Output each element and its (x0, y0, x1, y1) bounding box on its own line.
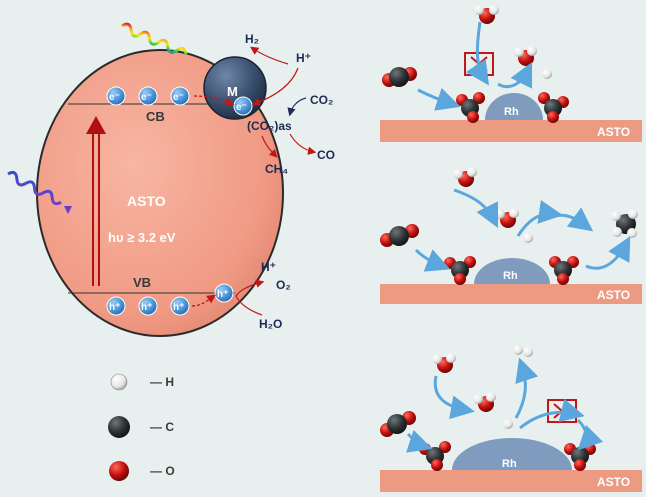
electron-label: e⁻ (173, 92, 184, 103)
oxygen-atom-icon (109, 461, 129, 481)
substrate (380, 470, 642, 492)
flow-arrow (519, 398, 585, 430)
rh-label: Rh (502, 458, 517, 470)
flow-arrow (576, 418, 604, 451)
water-molecule (432, 353, 456, 373)
catalyst-label: ASTO (127, 193, 166, 209)
legend-c-label: — C (150, 420, 174, 434)
flow-arrow (497, 61, 533, 89)
electron-label: e⁻ (109, 92, 120, 103)
hole-transfer-arrow (191, 294, 217, 307)
cocatalyst-label: M (227, 84, 238, 99)
flow-arrow (465, 21, 489, 86)
substrate-label: ASTO (597, 475, 630, 489)
legend: — H — C — O (108, 373, 175, 481)
adsorbed-co2-molecule (549, 256, 579, 285)
co-label: CO (317, 148, 335, 162)
rh-particle (485, 93, 543, 120)
rh-label: Rh (504, 106, 519, 118)
photon-energy-label: hυ ≥ 3.2 eV (108, 230, 176, 245)
substrate (380, 284, 642, 304)
h2-evolution-arrow (250, 46, 289, 65)
hole-label: h⁺ (109, 302, 120, 313)
legend-h-label: — H (150, 375, 174, 389)
water-molecule (495, 208, 519, 228)
flow-arrow (514, 357, 539, 419)
flow-arrow (433, 375, 475, 420)
carbon-atom-icon (108, 416, 130, 438)
substrate-label: ASTO (597, 125, 630, 139)
visible-light-wave-icon (121, 22, 188, 55)
rh-particle (474, 258, 550, 284)
h2-label: H₂ (245, 32, 259, 46)
adsorbed-co2-molecule (444, 256, 476, 285)
asto-particle-group: CB VB ASTO hυ ≥ 3.2 eV (36, 49, 284, 337)
flow-arrow (585, 236, 631, 270)
flow-arrow (405, 429, 433, 453)
adsorbed-co2-molecule (456, 92, 485, 123)
hydrogen-molecule (513, 345, 533, 357)
flow-arrow (516, 200, 563, 237)
excitation-arrow (86, 116, 106, 286)
water-molecule (473, 392, 496, 412)
uv-arrow-head-icon (64, 206, 72, 214)
panel-2: ASTO Rh (380, 167, 642, 304)
methane-molecule (611, 209, 638, 238)
hydrogen-atom-icon (110, 373, 128, 391)
flow-arrow (414, 248, 451, 272)
flow-arrow (417, 87, 461, 111)
electron-label: e⁻ (236, 102, 247, 113)
substrate (380, 120, 642, 142)
rh-label: Rh (503, 270, 518, 282)
co2-molecule (382, 67, 417, 87)
electron-label: e⁻ (141, 92, 152, 103)
rh-particle (452, 438, 572, 470)
co2-molecule (380, 411, 416, 437)
adsorbed-co2-molecule (538, 92, 569, 123)
panel-1: ASTO Rh (380, 5, 642, 142)
hole-label: h⁺ (141, 302, 152, 313)
electron-transfer-arrow (193, 95, 235, 106)
water-molecule (474, 5, 499, 24)
hole-label: h⁺ (217, 289, 228, 300)
h2o-label: H₂O (259, 317, 282, 331)
vb-label: VB (133, 275, 151, 290)
hydrogen-atom (503, 419, 513, 429)
co2-adsorbed-label: (CO₂)as (247, 119, 292, 133)
h-plus-arrow (251, 67, 299, 106)
flow-arrow (453, 188, 499, 229)
ch4-arrow (261, 135, 278, 158)
panel-3: ASTO Rh (380, 345, 642, 492)
h-plus-label: H⁺ (296, 51, 311, 65)
hole-set: h⁺ h⁺ h⁺ h⁺ (106, 283, 234, 316)
substrate-label: ASTO (597, 288, 630, 302)
electron-set: e⁻ e⁻ e⁻ e⁻ (106, 86, 253, 116)
hydrogen-atom (542, 69, 552, 79)
water-oxidation-arrow (235, 279, 265, 316)
water-molecule (514, 46, 537, 66)
legend-o-label: — O (150, 464, 175, 478)
hole-label: h⁺ (173, 302, 184, 313)
cb-label: CB (146, 109, 165, 124)
vb-h-plus-label: H⁺ (261, 260, 276, 274)
o2-label: O₂ (276, 278, 291, 292)
co2-adsorption-arrow (287, 97, 307, 117)
ch4-label: CH₄ (265, 162, 288, 176)
water-molecule (453, 167, 477, 187)
uv-light-wave-icon (7, 170, 62, 206)
co2-molecule (380, 224, 419, 247)
hydrogen-atom (523, 233, 533, 243)
co2-label: CO₂ (310, 93, 333, 107)
co-arrow (289, 133, 317, 155)
flow-arrow (543, 207, 594, 232)
